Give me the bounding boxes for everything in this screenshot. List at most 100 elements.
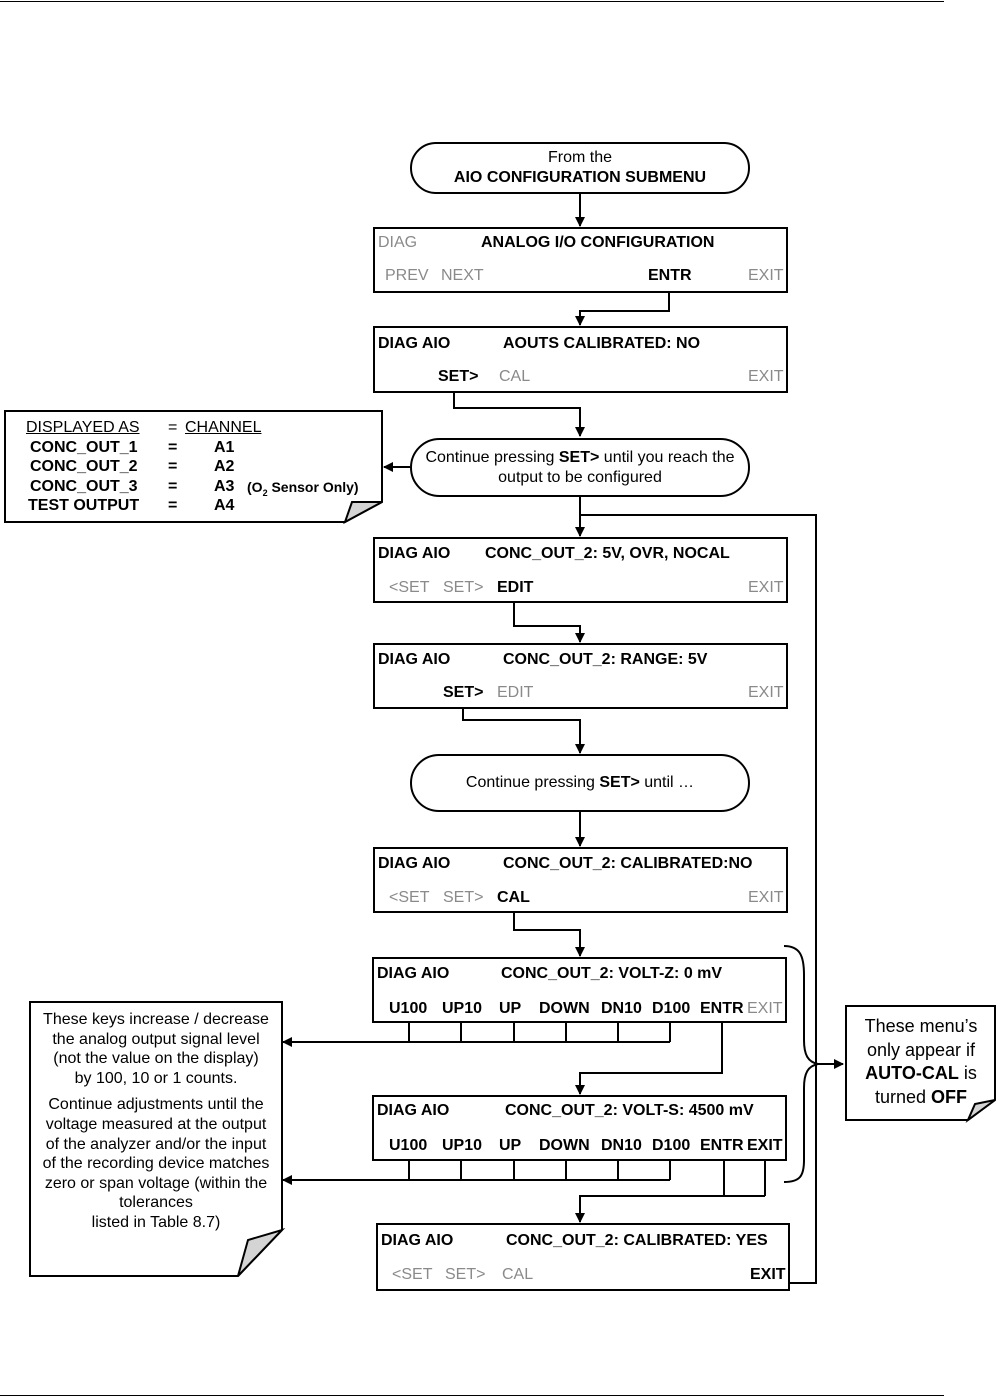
- table-row-equals: =: [168, 438, 178, 456]
- key-set-prev[interactable]: <SET: [389, 579, 430, 596]
- key-up10[interactable]: UP10: [442, 1137, 483, 1154]
- arrow-screen7-to-screen8: [575, 1195, 765, 1223]
- key-cal[interactable]: CAL: [497, 889, 530, 906]
- key-exit[interactable]: EXIT: [748, 684, 784, 701]
- arrow-entr-to-screen2: [575, 293, 670, 326]
- key-set-prev[interactable]: <SET: [392, 1266, 433, 1283]
- key-entr[interactable]: ENTR: [700, 1137, 744, 1154]
- screen-volt-s: DIAG AIO CONC_OUT_2: VOLT-S: 4500 mV U10…: [372, 1095, 787, 1161]
- key-set-next[interactable]: SET>: [438, 368, 479, 385]
- screen-mode: DIAG AIO: [377, 965, 450, 982]
- key-down[interactable]: DOWN: [539, 1000, 590, 1017]
- key-exit[interactable]: EXIT: [748, 579, 784, 596]
- key-exit[interactable]: EXIT: [748, 889, 784, 906]
- continue-line2: output to be configured: [498, 468, 662, 486]
- key-exit[interactable]: EXIT: [748, 368, 784, 385]
- channel-table-outline: [4, 410, 383, 525]
- key-up[interactable]: UP: [499, 1000, 522, 1017]
- key-edit[interactable]: EDIT: [497, 684, 534, 701]
- arrow-set-to-continue2: [462, 707, 585, 754]
- screen-aouts-calibrated: DIAG AIO AOUTS CALIBRATED: NO SET> CAL E…: [373, 326, 788, 393]
- table-row-equals: =: [168, 458, 178, 475]
- note-line: by 100, 10 or 1 counts.: [74, 1069, 238, 1087]
- top-rule: [0, 1, 944, 2]
- arrow-cal-to-screen6: [513, 912, 585, 957]
- key-exit[interactable]: EXIT: [747, 1137, 783, 1154]
- key-entr[interactable]: ENTR: [700, 1000, 744, 1017]
- note-line: turned OFF: [874, 1086, 968, 1107]
- key-down[interactable]: DOWN: [539, 1137, 590, 1154]
- table-row-channel: A2: [214, 458, 235, 475]
- screen-conc-out-2-summary: DIAG AIO CONC_OUT_2: 5V, OVR, NOCAL <SET…: [373, 537, 788, 603]
- table-header-equals: =: [168, 419, 178, 436]
- screen-conc-out-2-range: DIAG AIO CONC_OUT_2: RANGE: 5V SET> EDIT…: [373, 643, 788, 709]
- screen-volt-z: DIAG AIO CONC_OUT_2: VOLT-Z: 0 mV U100 U…: [372, 957, 787, 1023]
- note-line: These keys increase / decrease: [43, 1011, 269, 1028]
- bottom-rule: [0, 1395, 944, 1396]
- key-set-next[interactable]: SET>: [443, 889, 484, 906]
- exit-loop-line: [580, 514, 817, 1284]
- note-line: the analog output signal level: [52, 1030, 260, 1048]
- key-next[interactable]: NEXT: [441, 267, 484, 284]
- key-up10[interactable]: UP10: [442, 1000, 483, 1017]
- screen-title: CONC_OUT_2: CALIBRATED:NO: [503, 855, 753, 872]
- arrow-set-to-continue1: [453, 393, 585, 437]
- table-row-equals: =: [168, 497, 178, 514]
- continue-line1: Continue pressing SET> until you reach t…: [425, 448, 735, 466]
- note-line: Continue adjustments until the: [48, 1096, 264, 1114]
- table-header-channel: CHANNEL: [185, 419, 262, 436]
- key-cal[interactable]: CAL: [502, 1266, 534, 1283]
- table-row-channel: A1: [214, 438, 235, 456]
- key-exit[interactable]: EXIT: [750, 1266, 786, 1283]
- continue-pressing-set-until-terminator: Continue pressing SET> until …: [410, 754, 750, 812]
- screen-mode: DIAG AIO: [378, 855, 451, 872]
- key-u100[interactable]: U100: [389, 1137, 428, 1154]
- key-entr[interactable]: ENTR: [648, 267, 692, 284]
- note-line: zero or span voltage (within the: [44, 1174, 268, 1192]
- key-set-prev[interactable]: <SET: [389, 889, 430, 906]
- autocal-note-outline: [845, 1005, 996, 1124]
- screen-title: CONC_OUT_2: CALIBRATED: YES: [506, 1232, 768, 1249]
- screen-mode: DIAG: [378, 234, 418, 251]
- table-row-name: CONC_OUT_3: [30, 477, 138, 495]
- start-line2: AIO CONFIGURATION SUBMENU: [453, 169, 707, 186]
- screen-analog-io-configuration: DIAG ANALOG I/O CONFIGURATION PREV NEXT …: [373, 227, 788, 293]
- screen-mode: DIAG AIO: [378, 545, 451, 562]
- continue-pressing-set-terminator: Continue pressing SET> until you reach t…: [410, 438, 750, 497]
- screen-mode: DIAG AIO: [377, 1102, 450, 1119]
- note-line: These menu’s: [864, 1016, 978, 1036]
- screen-title: CONC_OUT_2: VOLT-S: 4500 mV: [505, 1102, 754, 1119]
- key-d100[interactable]: D100: [652, 1000, 691, 1017]
- keys-note-outline: [29, 1001, 286, 1277]
- key-dn10[interactable]: DN10: [601, 1137, 642, 1154]
- key-set-next[interactable]: SET>: [443, 684, 484, 701]
- arrow-entr-to-screen7: [575, 1022, 723, 1095]
- screen-conc-out-2-calibrated-no: DIAG AIO CONC_OUT_2: CALIBRATED:NO <SET …: [373, 847, 788, 913]
- note-line: (not the value on the display): [53, 1050, 259, 1068]
- key-set-next[interactable]: SET>: [445, 1266, 486, 1283]
- note-line: listed in Table 8.7): [91, 1213, 221, 1231]
- channel-table: DISPLAYED AS = CHANNEL CONC_OUT_1 = A1 C…: [18, 418, 373, 518]
- table-row-name: TEST OUTPUT: [28, 497, 140, 514]
- start-line1: From the: [547, 149, 612, 166]
- key-set-next[interactable]: SET>: [443, 579, 484, 596]
- table-row-name: CONC_OUT_1: [30, 438, 138, 456]
- screen-title: AOUTS CALIBRATED: NO: [503, 335, 701, 352]
- key-prev[interactable]: PREV: [385, 267, 429, 284]
- key-edit[interactable]: EDIT: [497, 579, 534, 596]
- key-dn10[interactable]: DN10: [601, 1000, 642, 1017]
- autocal-note: These menu’s only appear if AUTO-CAL is …: [848, 1015, 994, 1109]
- key-d100[interactable]: D100: [652, 1137, 691, 1154]
- table-row-name: CONC_OUT_2: [30, 458, 138, 475]
- key-cal[interactable]: CAL: [499, 368, 531, 385]
- key-up[interactable]: UP: [499, 1137, 522, 1154]
- screen-conc-out-2-calibrated-yes: DIAG AIO CONC_OUT_2: CALIBRATED: YES <SE…: [376, 1223, 790, 1291]
- arrow-edit-to-screen4: [513, 603, 585, 643]
- key-exit[interactable]: EXIT: [748, 267, 784, 284]
- table-row-channel: A4: [214, 497, 235, 514]
- key-exit[interactable]: EXIT: [747, 1000, 783, 1017]
- note-line: voltage measured at the output: [45, 1115, 267, 1133]
- screen-title: CONC_OUT_2: 5V, OVR, NOCAL: [485, 545, 730, 562]
- key-u100[interactable]: U100: [389, 1000, 428, 1017]
